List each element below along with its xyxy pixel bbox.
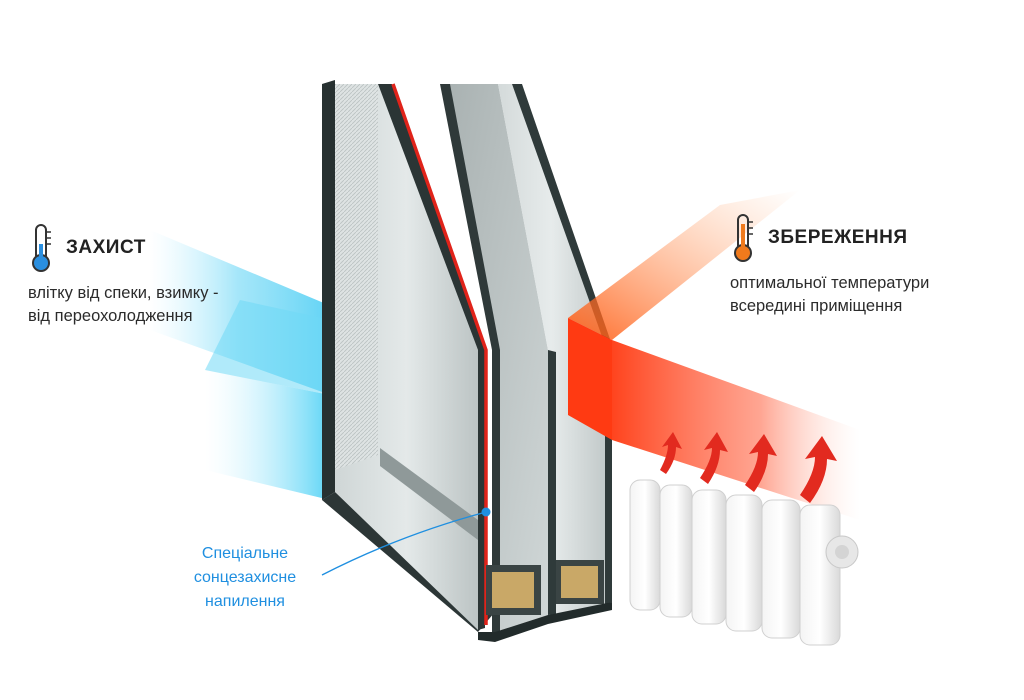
protection-description: влітку від спеки, взимку - від переохоло… <box>28 282 328 328</box>
saving-description: оптимальної температури всередині приміщ… <box>730 272 1020 318</box>
protection-line-1: влітку від спеки, взимку - <box>28 284 219 302</box>
coating-pointer <box>321 507 491 576</box>
saving-line-1: оптимальної температури <box>730 274 930 292</box>
protection-callout: ЗАХИСТ влітку від спеки, взимку - від пе… <box>28 222 328 328</box>
coating-line-2: сонцезахисне <box>193 569 297 586</box>
protection-title: ЗАХИСТ <box>66 237 146 258</box>
protection-line-2: від переохолодження <box>28 307 193 325</box>
saving-line-2: всередині приміщення <box>730 297 903 315</box>
thermometer-warm-icon <box>734 214 753 262</box>
coating-line-1: Спеціальне <box>201 545 289 562</box>
coating-label: Спеціальне сонцезахисне напилення <box>160 542 330 614</box>
radiator <box>629 479 859 646</box>
saving-title: ЗБЕРЕЖЕННЯ <box>768 227 908 248</box>
saving-callout: ЗБЕРЕЖЕННЯ оптимальної температури всере… <box>730 212 1020 318</box>
triple-glazed-unit <box>322 80 612 642</box>
heat-arrows <box>660 432 837 503</box>
thermometer-cold-icon <box>32 224 51 272</box>
coating-line-3: напилення <box>205 593 285 610</box>
